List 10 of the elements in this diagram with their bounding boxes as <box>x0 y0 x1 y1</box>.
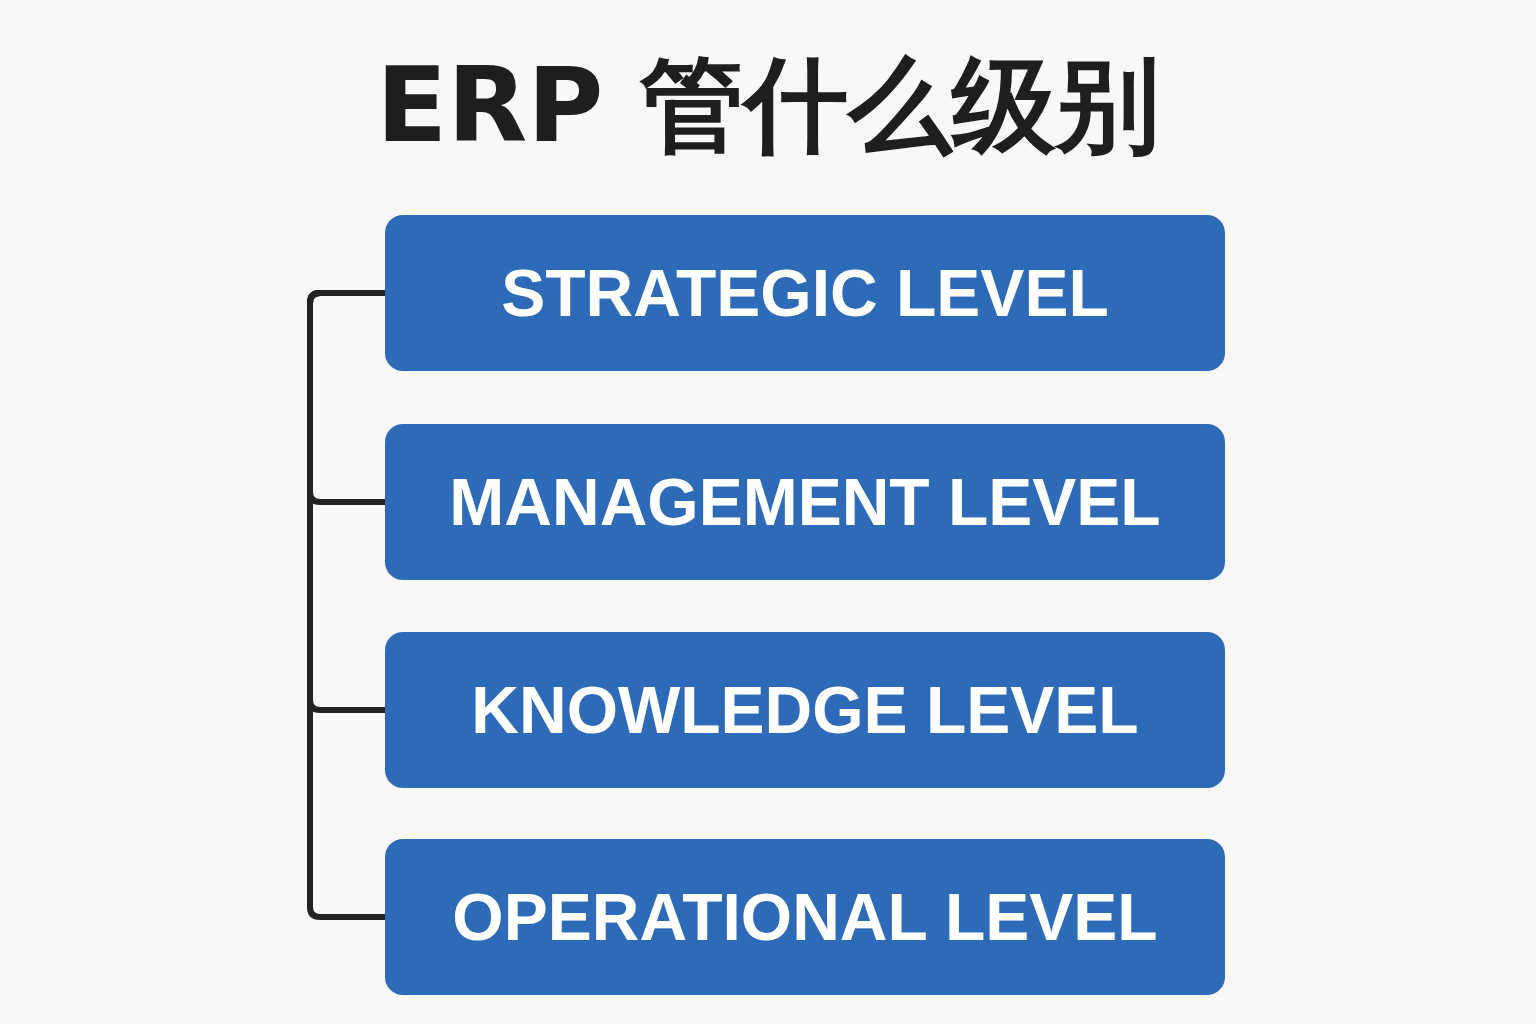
connector-line <box>307 290 385 920</box>
level-box <box>385 215 1225 371</box>
level-box <box>385 424 1225 580</box>
title: ERP 管什么级别 <box>376 43 1160 168</box>
level-label: KNOWLEDGE LEVEL <box>471 672 1139 749</box>
level-box <box>385 632 1225 788</box>
level-box <box>385 839 1225 995</box>
level-label: MANAGEMENT LEVEL <box>449 464 1161 541</box>
level-label: OPERATIONAL LEVEL <box>452 879 1158 956</box>
level-label: STRATEGIC LEVEL <box>501 255 1109 332</box>
